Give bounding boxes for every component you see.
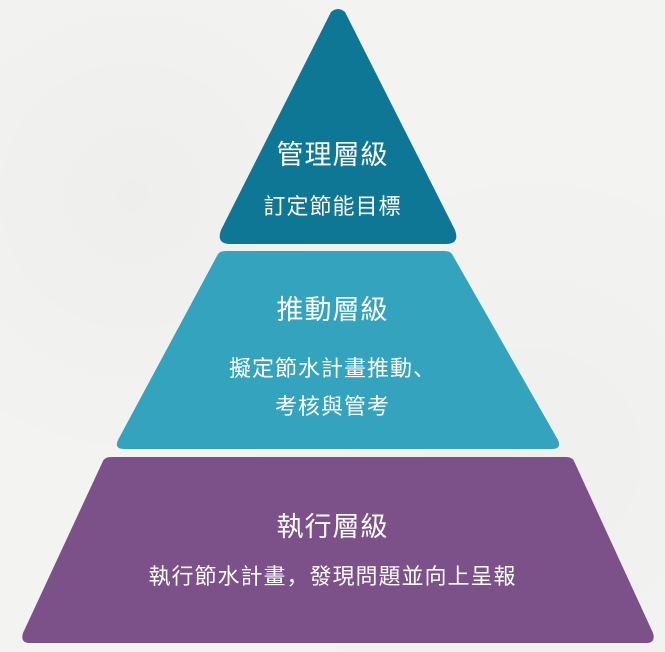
tier-top-description: 訂定節能目標 [263,195,402,220]
tier-top-shape [219,9,457,244]
tier-middle-title: 推動層級 [276,295,389,326]
tier-top-title: 管理層級 [276,140,389,171]
tier-bottom-shape [22,457,654,643]
tier-bottom-description: 執行節水計畫，發現問題並向上呈報 [148,565,517,590]
tier-middle-shape [116,251,560,449]
tier-middle-description-line-1: 擬定節水計畫推動、 [228,357,436,382]
tier-bottom-title: 執行層級 [276,512,389,543]
tier-middle-description-line-2: 考核與管考 [274,395,390,420]
